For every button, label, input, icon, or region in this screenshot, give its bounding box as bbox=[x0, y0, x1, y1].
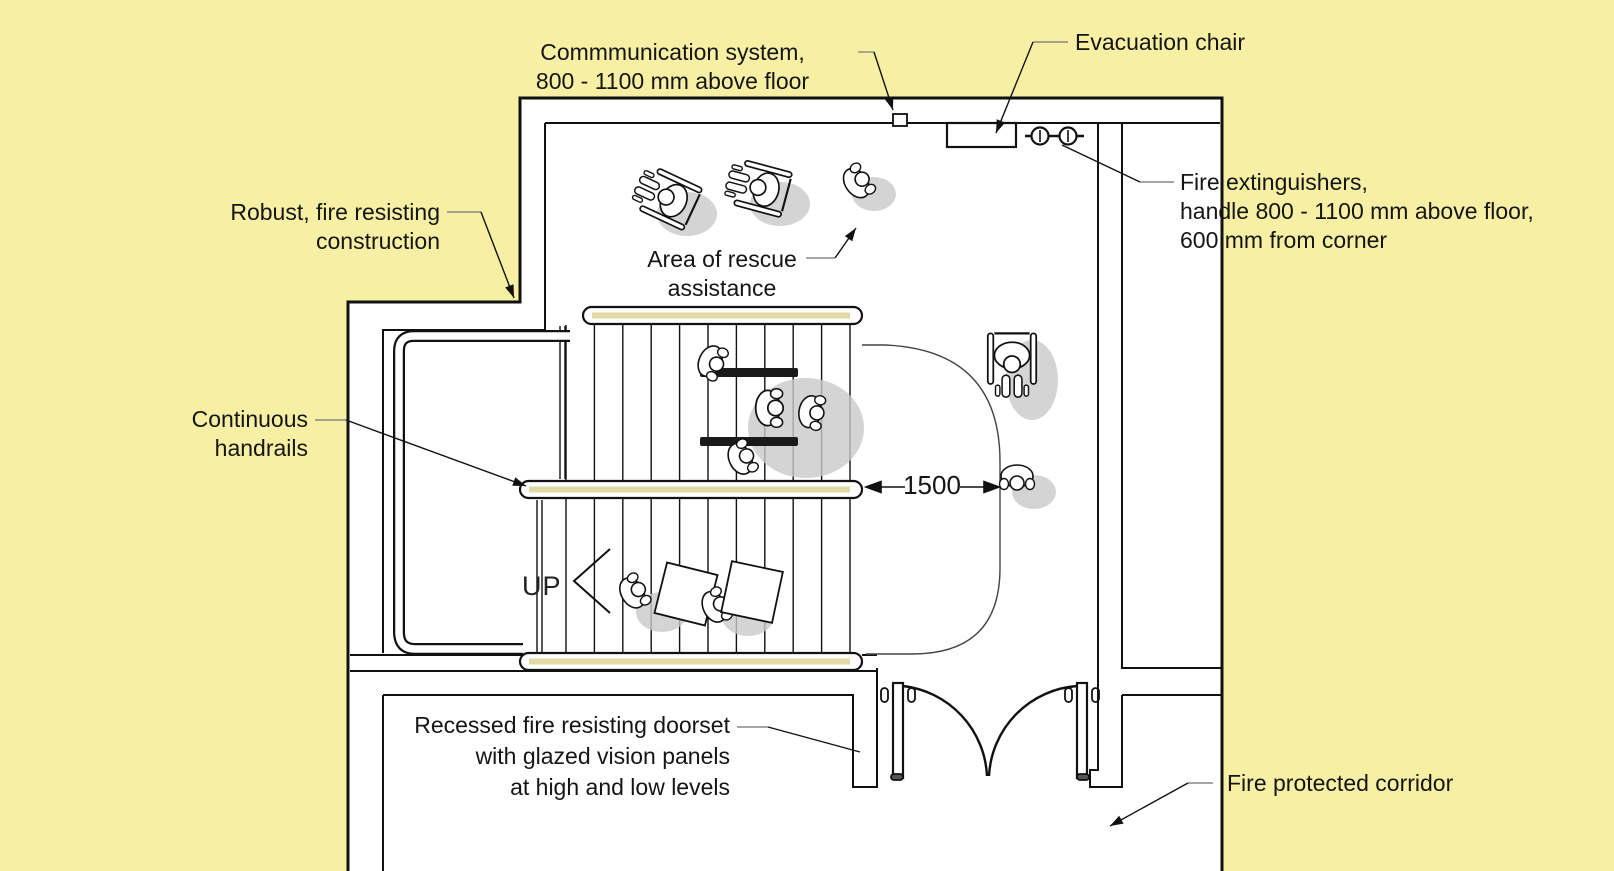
label-fire-protected-corridor: Fire protected corridor bbox=[1227, 770, 1454, 796]
label-area-of-rescue: Area of rescue assistance bbox=[647, 246, 797, 301]
leader-fire-extinguishers bbox=[1061, 144, 1141, 183]
person-figure bbox=[998, 464, 1036, 491]
leader-communication-arrowhead bbox=[884, 96, 894, 110]
annotation-leader-lines bbox=[315, 41, 1213, 827]
leader-doorset bbox=[767, 726, 861, 753]
stair-direction-label: UP bbox=[522, 571, 562, 601]
label-evacuation-chair: Evacuation chair bbox=[1075, 29, 1246, 55]
leader-corridor bbox=[1109, 782, 1189, 827]
leader-rescue-area-arrowhead bbox=[844, 228, 856, 242]
person-figure bbox=[754, 387, 785, 429]
outer-wall-outline bbox=[346, 96, 1224, 871]
leader-evacuation-chair bbox=[995, 41, 1034, 134]
label-continuous-handrails: Continuous handrails bbox=[191, 406, 308, 461]
door-hardware bbox=[880, 687, 1100, 781]
fire-extinguisher-symbol bbox=[1025, 126, 1084, 146]
handrail-bottom bbox=[518, 651, 864, 672]
label-recessed-doorset: Recessed fire resisting doorset with gla… bbox=[414, 712, 730, 800]
double-swing-doors bbox=[880, 681, 1100, 781]
stair-first-risers bbox=[536, 326, 566, 652]
carried-evacuation-chair bbox=[700, 368, 798, 446]
continuous-handrail-west bbox=[393, 330, 570, 655]
leader-evacuation-chair-arrowhead bbox=[996, 119, 1006, 133]
dimension-arrows bbox=[863, 480, 1002, 494]
handrail-center bbox=[518, 479, 864, 500]
handrail-top-balustrade bbox=[581, 305, 864, 326]
evacuation-chair-marker bbox=[945, 121, 1018, 149]
dimension-value: 1500 bbox=[903, 470, 961, 500]
carried-box-figure bbox=[720, 560, 784, 624]
label-fire-extinguishers: Fire extinguishers, handle 800 - 1100 mm… bbox=[1180, 169, 1534, 253]
leader-robust-construction bbox=[480, 211, 515, 299]
door-leaf-right bbox=[1075, 681, 1089, 780]
label-communication-system: Commmunication system, 800 - 1100 mm abo… bbox=[535, 39, 810, 94]
stair-landing-edge bbox=[862, 344, 1001, 655]
leader-continuous-handrails-arrowhead bbox=[512, 477, 526, 486]
leader-continuous-handrails bbox=[345, 419, 527, 487]
up-direction-chevron bbox=[572, 548, 611, 614]
leader-corridor-arrowhead bbox=[1110, 815, 1124, 826]
door-leaf-left bbox=[891, 681, 905, 780]
label-robust-construction: Robust, fire resisting construction bbox=[230, 199, 440, 254]
leader-robust-construction-arrowhead bbox=[505, 284, 514, 298]
communication-device-marker bbox=[892, 113, 908, 127]
